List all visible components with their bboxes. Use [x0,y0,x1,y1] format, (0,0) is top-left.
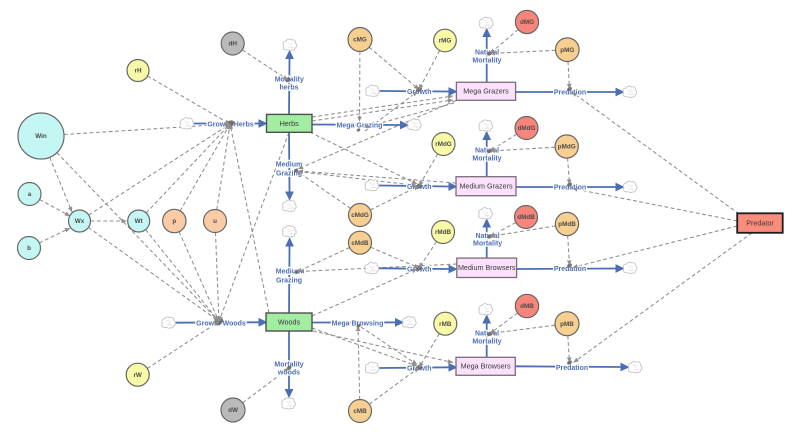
svg-text:dMdB: dMdB [517,214,535,221]
svg-text:woods: woods [277,370,300,377]
svg-text:Predator: Predator [746,219,774,228]
svg-text:Natural: Natural [475,148,499,155]
svg-text:Mortality: Mortality [472,339,501,346]
svg-text:Mega Browsers: Mega Browsers [461,362,511,371]
svg-text:Grazing: Grazing [276,171,302,178]
svg-text:Mega Grazing: Mega Grazing [337,123,383,130]
svg-text:dW: dW [228,407,238,414]
svg-text:cMG: cMG [353,37,367,44]
svg-text:rH: rH [135,68,142,75]
svg-text:dH: dH [228,41,237,48]
svg-text:Medium: Medium [276,269,302,276]
svg-text:rMB: rMB [439,321,452,328]
svg-text:rMdB: rMdB [435,229,452,236]
svg-text:pMdB: pMdB [558,221,576,228]
svg-text:Mega Grazers: Mega Grazers [463,87,509,96]
svg-text:Predation: Predation [554,266,586,273]
svg-text:Woods: Woods [278,317,301,326]
svg-text:b: b [27,245,31,252]
svg-text:Mortality: Mortality [473,241,502,248]
svg-text:Natural: Natural [475,50,499,57]
svg-text:dMB: dMB [520,303,534,310]
svg-text:Win: Win [35,133,47,140]
svg-text:Growth: Growth [407,89,432,96]
svg-text:Mortality: Mortality [274,362,303,369]
svg-text:rMG: rMG [439,38,452,45]
svg-text:pMB: pMB [560,321,574,328]
svg-text:Wt: Wt [135,218,144,225]
svg-text:dMG: dMG [520,19,534,26]
svg-text:Predation: Predation [556,365,588,372]
svg-text:cMdB: cMdB [351,240,369,247]
svg-text:cMB: cMB [353,408,367,415]
svg-text:dMdG: dMdG [518,125,536,132]
svg-text:Mortality: Mortality [472,156,501,163]
svg-text:Mega Browsing: Mega Browsing [332,321,384,328]
svg-text:Wx: Wx [75,218,85,225]
svg-text:Predation: Predation [554,90,586,97]
svg-text:Medium Grazers: Medium Grazers [459,182,513,191]
svg-text:Herbs: Herbs [280,119,300,128]
svg-text:Medium: Medium [276,162,302,169]
svg-text:rW: rW [133,372,141,379]
svg-text:u: u [213,218,217,225]
svg-text:Growth Woods: Growth Woods [196,321,246,328]
svg-text:Mortality: Mortality [472,58,501,65]
svg-text:a: a [28,191,32,198]
svg-text:Grazing: Grazing [276,278,302,285]
svg-text:pMdG: pMdG [558,144,576,151]
svg-text:p: p [172,218,176,225]
svg-text:cMdG: cMdG [351,212,369,219]
svg-text:herbs: herbs [279,85,298,92]
svg-text:Medium Browsers: Medium Browsers [458,263,516,272]
svg-text:Predation: Predation [554,185,586,192]
svg-text:Natural: Natural [475,331,499,338]
svg-text:pMG: pMG [560,47,574,54]
svg-text:rMdG: rMdG [435,141,452,148]
